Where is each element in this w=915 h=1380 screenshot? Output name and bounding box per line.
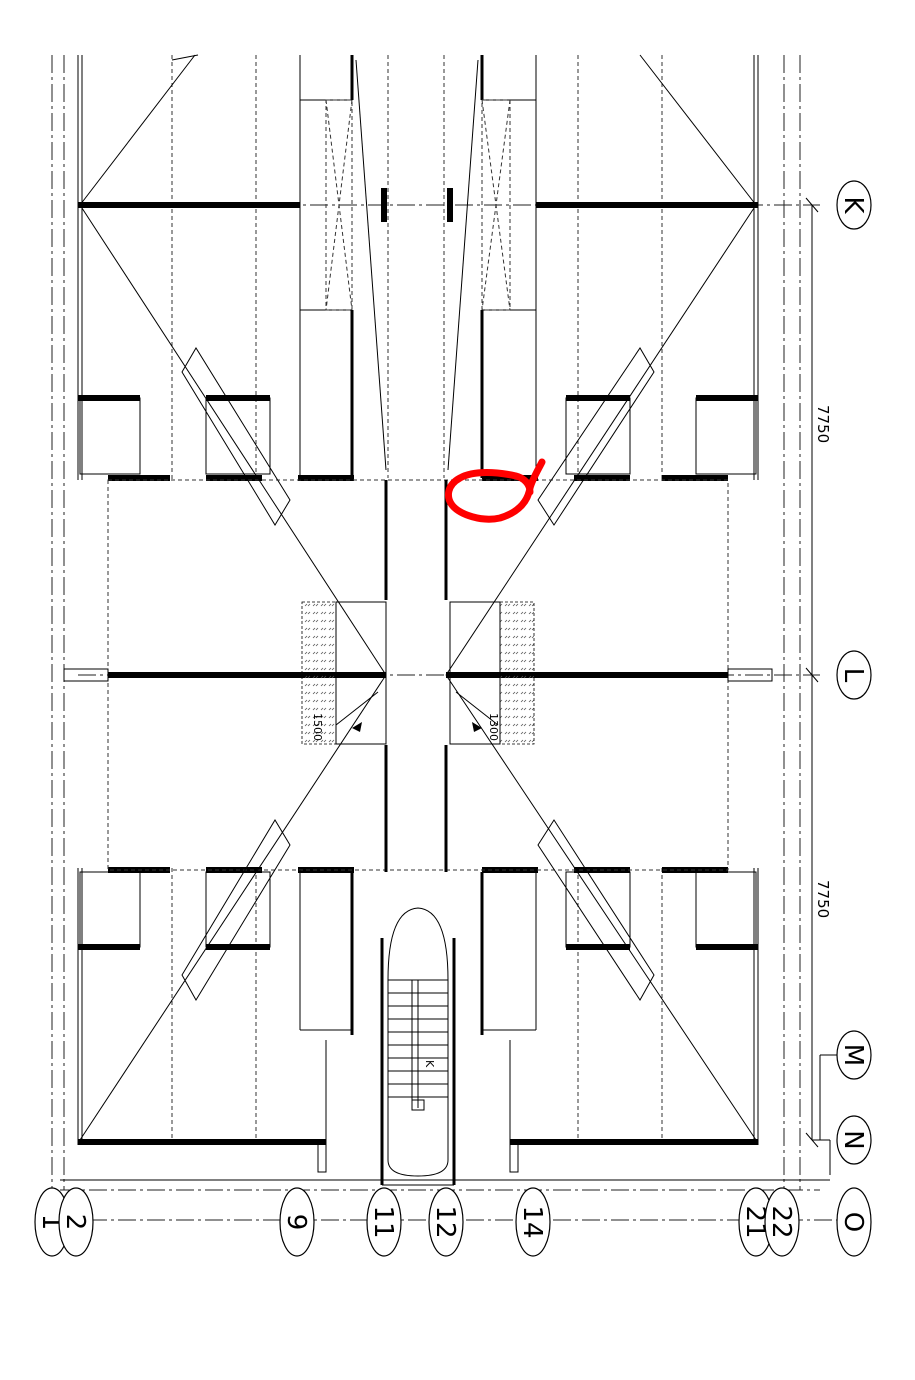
svg-text:9: 9 <box>281 1214 311 1231</box>
column-bubbles: 1 2 9 11 12 14 21 22 <box>34 1187 872 1257</box>
column-bubble-o: O <box>836 1187 872 1257</box>
column-bubble-11: 11 <box>366 1187 402 1257</box>
staircase: K <box>380 907 456 1186</box>
svg-text:11: 11 <box>368 1205 398 1238</box>
lift-shafts <box>325 59 511 471</box>
stair-treads <box>388 979 448 1098</box>
red-markup-annotation <box>444 458 546 523</box>
row-bubble-n: N <box>836 1115 872 1165</box>
row-bubble-k: K <box>836 180 872 230</box>
stair-direction-label: K <box>423 1060 436 1068</box>
column-bubble-22: 22 <box>764 1187 800 1257</box>
row-bubble-m: M <box>836 1030 872 1080</box>
svg-text:2: 2 <box>60 1214 90 1231</box>
svg-text:14: 14 <box>517 1205 547 1238</box>
svg-text:O: O <box>838 1212 868 1232</box>
svg-text:L: L <box>838 668 868 683</box>
dimension-lower: 7750 <box>814 880 832 918</box>
dimension-upper: 7750 <box>814 405 832 443</box>
wall-stubs <box>63 668 773 1173</box>
column-bubble-9: 9 <box>279 1187 315 1257</box>
diagonal-lines <box>79 54 757 1141</box>
dimension-ticks <box>805 197 819 1148</box>
row-bubbles: K L M N <box>836 180 872 1165</box>
svg-text:12: 12 <box>430 1205 460 1238</box>
outer-walls <box>77 55 759 1145</box>
row-bubble-l: L <box>836 650 872 700</box>
hinge-wedges <box>181 347 655 1001</box>
column-bubble-2: 2 <box>58 1187 94 1257</box>
lift-label-right: 1300 <box>487 713 500 741</box>
svg-text:22: 22 <box>766 1205 796 1238</box>
svg-text:1: 1 <box>36 1214 66 1231</box>
column-bubble-12: 12 <box>428 1187 464 1257</box>
svg-text:K: K <box>838 196 868 214</box>
dimensions: 7750 7750 <box>814 405 832 918</box>
lift-label-left: 1500 <box>311 713 324 741</box>
svg-text:M: M <box>838 1044 868 1066</box>
hatched-zones: 1500 1300 <box>301 601 535 745</box>
svg-text:N: N <box>838 1130 868 1149</box>
column-bubble-14: 14 <box>515 1187 551 1257</box>
